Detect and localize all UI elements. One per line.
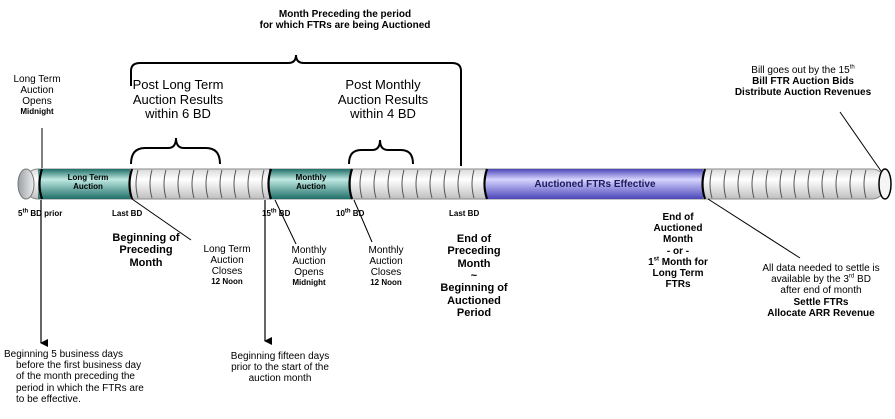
tube-ring-lines bbox=[135, 169, 867, 199]
long-term-auction-segment bbox=[38, 169, 130, 199]
tube-ring-line bbox=[401, 169, 405, 199]
leader-lines bbox=[131, 111, 882, 259]
tube-ring-line bbox=[233, 169, 237, 199]
post-long-term-label: Post Long Term Auction Results within 6 … bbox=[132, 77, 224, 122]
fifteen-days-note: Beginning fifteen days prior to the star… bbox=[230, 351, 330, 385]
monthly-closes-label: Monthly Auction Closes 12 Noon bbox=[368, 245, 404, 287]
tick-fifth-bd-prior: 5th BD prior bbox=[18, 208, 63, 218]
timeline-start-cap bbox=[17, 168, 35, 200]
monthly-auction-segment-label: Monthly Auction bbox=[295, 173, 327, 191]
long-term-auction-segment-label: Long Term Auction bbox=[67, 173, 109, 191]
tick-last-bd-1: Last BD bbox=[112, 209, 143, 218]
timeline-tube bbox=[23, 168, 887, 200]
tube-ring-line bbox=[135, 169, 139, 199]
tube-ring-line bbox=[751, 169, 755, 199]
post-monthly-brace bbox=[348, 139, 414, 165]
tube-ring-line bbox=[415, 169, 419, 199]
monthly-opens-label: Monthly Auction Opens Midnight bbox=[291, 245, 327, 287]
post-monthly-label: Post Monthly Auction Results within 4 BD bbox=[337, 77, 429, 122]
bill-label: Bill goes out by the 15th Bill FTR Aucti… bbox=[734, 64, 872, 99]
tube-ring-line bbox=[709, 169, 713, 199]
tube-ring-line bbox=[793, 169, 797, 199]
tube-ring-line bbox=[849, 169, 853, 199]
tube-ring-line bbox=[471, 169, 475, 199]
tube-ring-line bbox=[429, 169, 433, 199]
settle-label: All data needed to settle is available b… bbox=[762, 263, 880, 319]
tick-fifteenth-bd: 15th BD bbox=[262, 208, 291, 218]
month-preceding-brace bbox=[130, 54, 462, 166]
tube-ring-line bbox=[191, 169, 195, 199]
tube-ring-line bbox=[261, 169, 265, 199]
tick-tenth-bd: 10th BD bbox=[336, 208, 365, 218]
tube-ring-line bbox=[821, 169, 825, 199]
tube-ring-line bbox=[737, 169, 741, 199]
major-markers bbox=[38, 168, 707, 200]
tube-ring-line bbox=[387, 169, 391, 199]
tube-ring-line bbox=[779, 169, 783, 199]
beginning-preceding-label: Beginning of Preceding Month bbox=[112, 232, 180, 269]
end-auctioned-label: End of Auctioned Month - or - 1st Month … bbox=[648, 212, 708, 291]
monthly-auction-segment bbox=[269, 169, 351, 199]
long-term-opens-label: Long Term Auction Opens Midnight bbox=[13, 74, 61, 116]
tube-ring-line bbox=[247, 169, 251, 199]
header-label: Month Preceding the period for which FTR… bbox=[259, 9, 431, 32]
tube-ring-line bbox=[373, 169, 377, 199]
tube-ring-line bbox=[807, 169, 811, 199]
auctioned-ftrs-effective-segment bbox=[486, 169, 703, 199]
tube-ring-line bbox=[359, 169, 363, 199]
tube-ring-line bbox=[443, 169, 447, 199]
tube-ring-line bbox=[835, 169, 839, 199]
end-preceding-label: End of Preceding Month ~ Beginning of Au… bbox=[440, 233, 508, 319]
tube-ring-line bbox=[163, 169, 167, 199]
tube-ring-line bbox=[457, 169, 461, 199]
tube-ring-line bbox=[863, 169, 867, 199]
tube-ring-line bbox=[205, 169, 209, 199]
tube-ring-line bbox=[149, 169, 153, 199]
tube-ring-line bbox=[219, 169, 223, 199]
post-long-term-brace bbox=[130, 137, 221, 165]
tube-ring-line bbox=[723, 169, 727, 199]
tick-last-bd-2: Last BD bbox=[449, 209, 480, 218]
auctioned-ftrs-effective-label: Auctioned FTRs Effective bbox=[534, 179, 656, 190]
timeline-end-cap bbox=[878, 168, 892, 200]
tube-ring-line bbox=[177, 169, 181, 199]
tube-ring-line bbox=[765, 169, 769, 199]
long-term-closes-label: Long Term Auction Closes 12 Noon bbox=[203, 244, 251, 286]
five-days-note: Beginning 5 business days before the fir… bbox=[4, 349, 144, 405]
